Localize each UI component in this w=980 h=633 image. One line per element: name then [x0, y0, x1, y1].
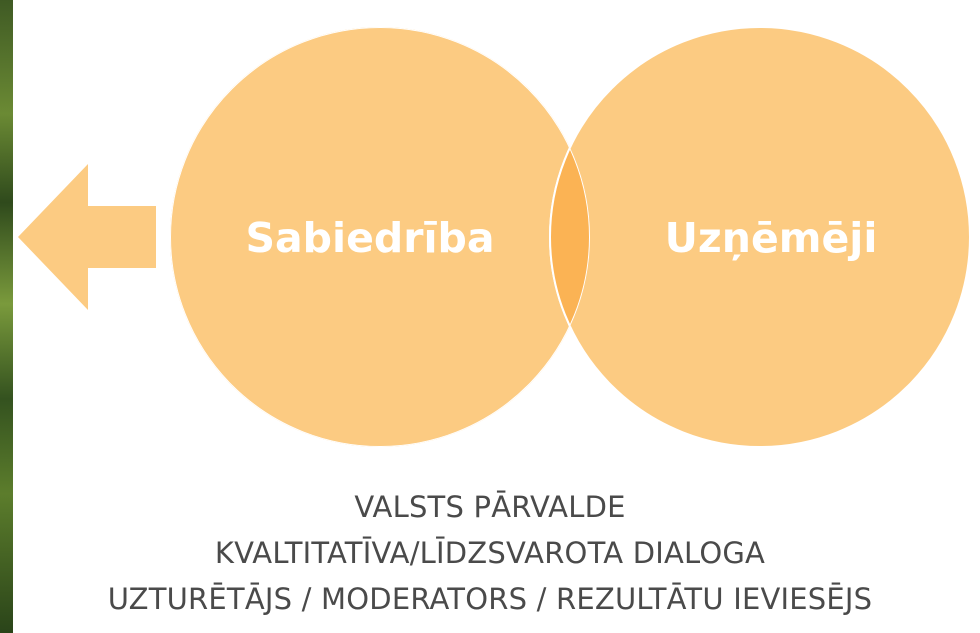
footer-line-1: VALSTS PĀRVALDE: [354, 490, 626, 524]
footer-line-3: UZTURĒTĀJS / MODERATORS / REZULTĀTU IEVI…: [107, 582, 873, 616]
left-circle: [170, 27, 590, 447]
left-circle-label: Sabiedrība: [245, 214, 494, 262]
right-circle-label: Uzņēmēji: [665, 214, 878, 262]
leaf-background-strip: [0, 0, 13, 633]
left-arrow-icon: [18, 164, 156, 310]
overlap-region: [549, 27, 590, 447]
footer-line-2: KVALTITATĪVA/LĪDZSVAROTA DIALOGA: [214, 536, 766, 570]
footer-caption: VALSTS PĀRVALDE KVALTITATĪVA/LĪDZSVAROTA…: [0, 484, 980, 622]
